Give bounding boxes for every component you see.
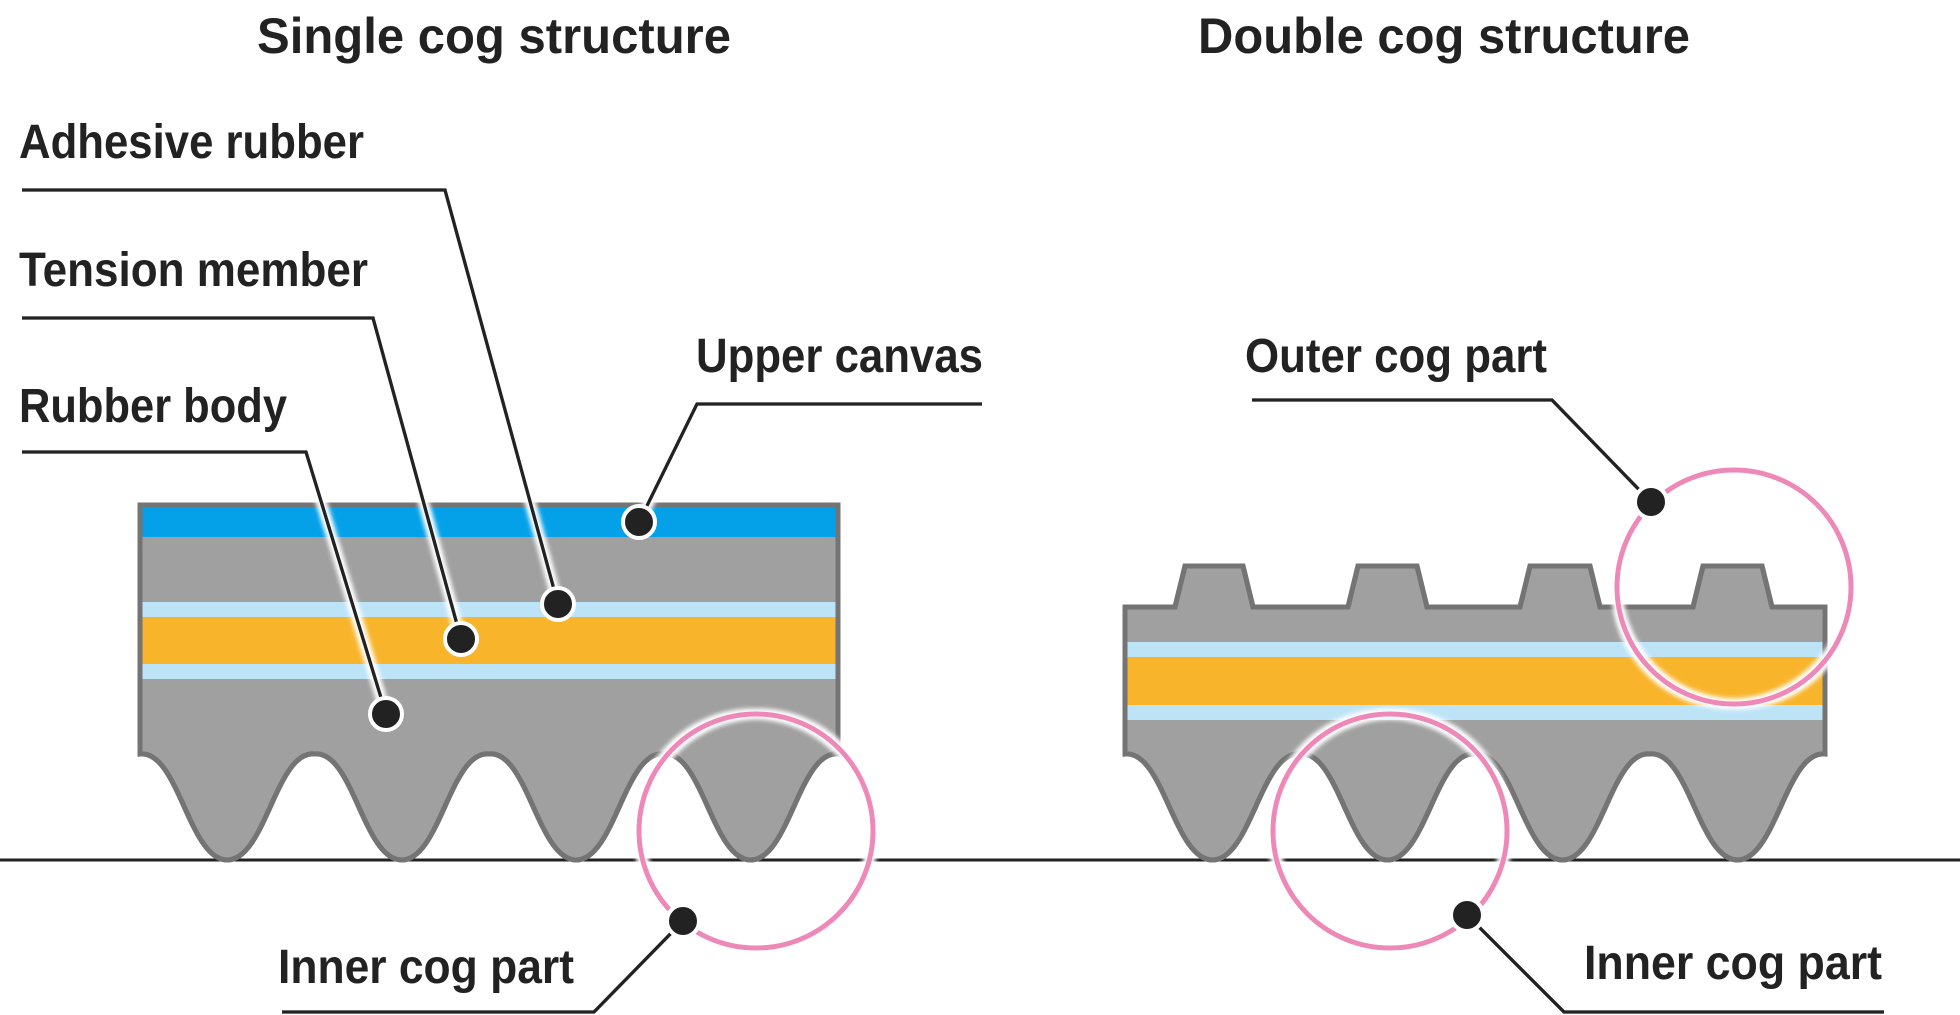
- double-adhesive-layer-top: [1125, 642, 1825, 657]
- single-upper-canvas-layer: [140, 505, 838, 537]
- adhesive-rubber-marker: [540, 586, 576, 622]
- double-adhesive-layer-bottom: [1125, 705, 1825, 720]
- upper-canvas-marker: [621, 504, 657, 540]
- double-inner-cog-label: Inner cog part: [1584, 937, 1882, 990]
- double-inner-cog-leader: [1465, 913, 1884, 1014]
- outer-cog-leader: [1252, 398, 1653, 504]
- upper-canvas-leader: [637, 402, 982, 523]
- single-inner-cog-leader: [282, 919, 685, 1014]
- single-inner-cog-marker: [665, 903, 701, 939]
- double-inner-cog-highlight: [1270, 711, 1510, 951]
- double-outer-cog-highlight: [1614, 467, 1854, 707]
- double-tension-member-layer: [1125, 657, 1825, 705]
- rubber-body-marker: [368, 696, 404, 732]
- adhesive-rubber-label: Adhesive rubber: [19, 116, 364, 169]
- upper-canvas-label: Upper canvas: [696, 330, 983, 383]
- single-belt-rubber-body: [137, 502, 841, 863]
- rubber-body-leader: [22, 450, 388, 715]
- rubber-body-label: Rubber body: [19, 380, 287, 433]
- double-inner-cog-marker: [1449, 897, 1485, 933]
- single-belt-outline: [137, 502, 841, 863]
- outer-cog-marker: [1633, 484, 1669, 520]
- tension-member-label: Tension member: [19, 244, 368, 297]
- single-tension-member-layer: [140, 617, 838, 664]
- single-inner-cog-label: Inner cog part: [278, 941, 574, 994]
- double-cog-title: Double cog structure: [1198, 8, 1690, 64]
- single-adhesive-layer-bottom: [140, 664, 838, 679]
- single-cog-belt: [137, 502, 841, 863]
- double-cog-belt: [1122, 563, 1828, 863]
- tension-member-marker: [443, 621, 479, 657]
- single-inner-cog-highlight: [636, 711, 876, 951]
- single-cog-title: Single cog structure: [257, 8, 731, 64]
- adhesive-rubber-leader: [22, 188, 560, 605]
- double-belt-outline: [1122, 563, 1828, 863]
- outer-cog-label: Outer cog part: [1245, 330, 1547, 383]
- single-adhesive-layer-top: [140, 602, 838, 617]
- tension-member-leader: [22, 316, 463, 640]
